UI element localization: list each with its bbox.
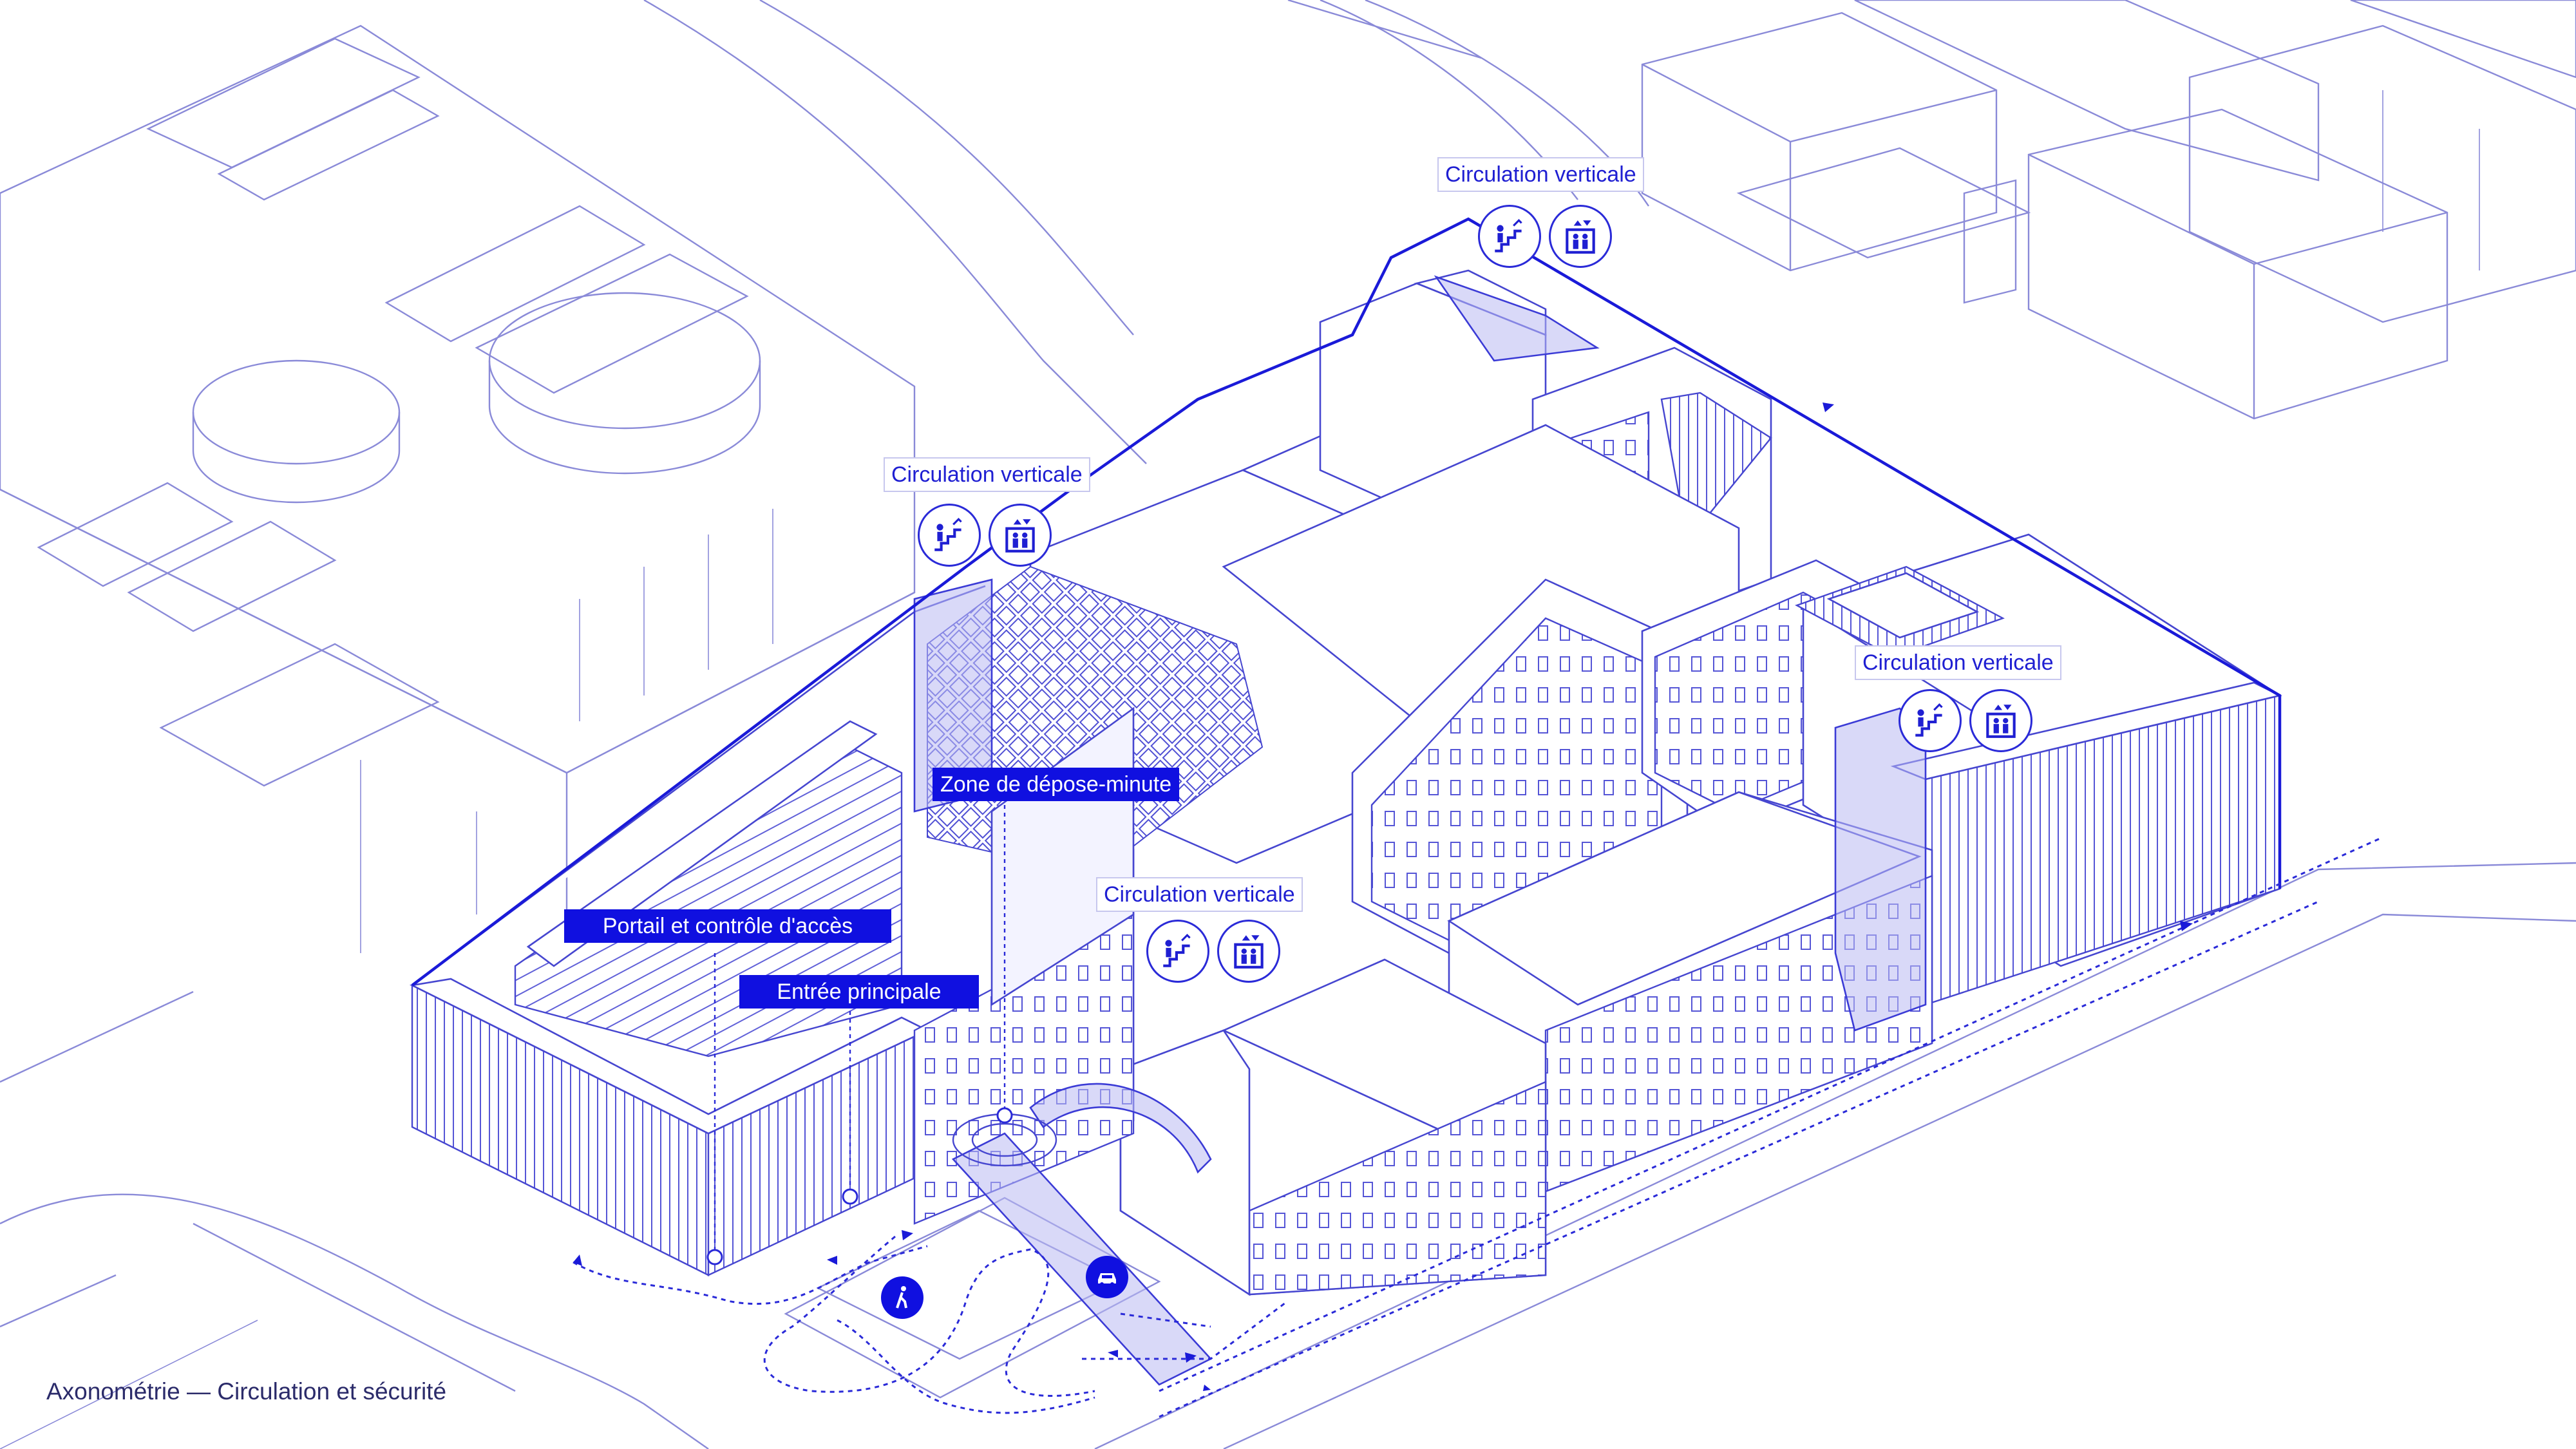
pedestrian-icon (881, 1276, 923, 1319)
stairs-person-icon (1478, 205, 1541, 268)
diagram-title: Axonométrie — Circulation et sécurité (46, 1378, 447, 1405)
label-vertical-circulation-right: Circulation verticale (1855, 645, 2061, 680)
vertical-circulation-icons-right (1899, 689, 2032, 752)
circulation-paths (573, 805, 2383, 1418)
car-icon (1086, 1256, 1128, 1298)
stairs-person-icon (1899, 689, 1962, 752)
stairs-person-icon (918, 504, 981, 567)
access-nodes (706, 1107, 1013, 1265)
label-vertical-circulation-center: Circulation verticale (1096, 877, 1303, 912)
label-vertical-circulation-top: Circulation verticale (1437, 157, 1644, 192)
label-vertical-circulation-left: Circulation verticale (884, 457, 1090, 492)
main-complex (409, 269, 2282, 1386)
vertical-circulation-icons-top (1478, 205, 1612, 268)
circulation-arrows (573, 402, 2193, 1391)
vertical-circulation-icons-left (918, 504, 1052, 567)
elevator-icon (1969, 689, 2032, 752)
stairs-person-icon (1146, 920, 1209, 983)
elevator-icon (1217, 920, 1280, 983)
elevator-icon (1549, 205, 1612, 268)
label-gate-access-control: Portail et contrôle d'accès (564, 909, 891, 943)
label-main-entrance: Entrée principale (739, 975, 979, 1009)
vertical-circulation-icons-center (1146, 920, 1280, 983)
elevator-icon (989, 504, 1052, 567)
label-drop-off-zone: Zone de dépose-minute (933, 768, 1180, 801)
